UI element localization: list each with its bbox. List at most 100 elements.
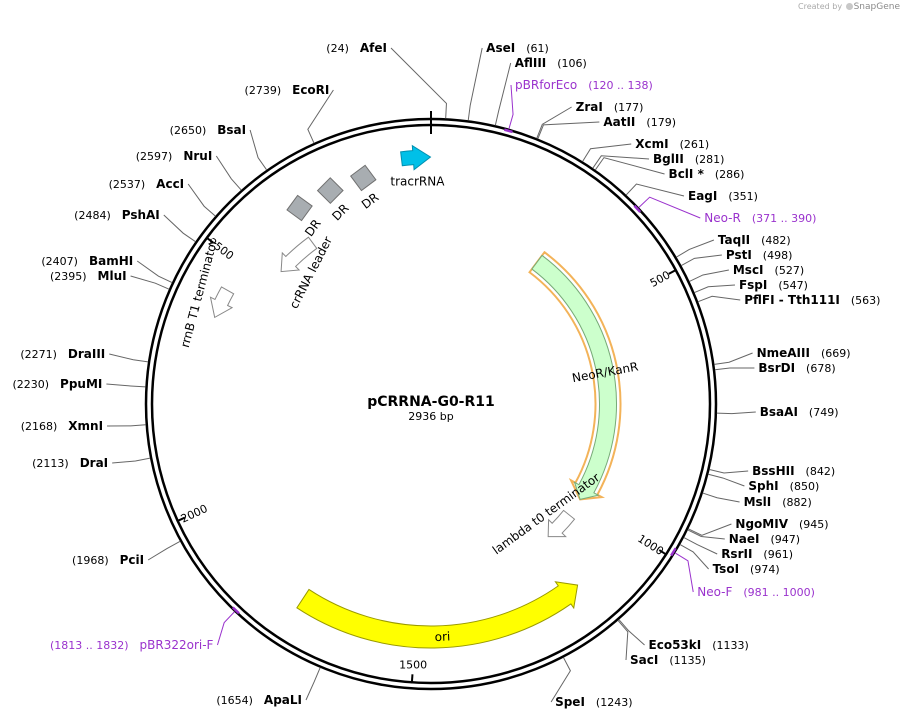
repeat-label: DR [359, 190, 381, 212]
site-drai[interactable]: DraI(2113) [32, 456, 151, 470]
feature-label: tracrRNA [390, 174, 445, 188]
repeat-box [286, 194, 313, 222]
site-saci[interactable]: SacI(1135) [617, 620, 706, 667]
site-rsrii[interactable]: RsrII(961) [683, 537, 793, 561]
site-pcii[interactable]: PciI(1968) [72, 540, 181, 567]
primer-neo-f[interactable]: Neo-F(981 .. 1000) [670, 547, 815, 599]
site-fspi[interactable]: FspI(547) [694, 278, 808, 294]
site-leader-line [716, 411, 756, 415]
feature-tracrrna[interactable]: tracrRNA [390, 144, 445, 189]
site-psti[interactable]: PstI(498) [681, 248, 792, 267]
watermark-prefix: Created by [798, 2, 843, 11]
site-leader-line [109, 353, 149, 363]
site-name: EagI [688, 189, 717, 203]
site-position: (61) [526, 42, 549, 55]
site-position: (351) [728, 190, 758, 203]
site-ecori[interactable]: EcoRI(2739) [245, 83, 334, 144]
site-bsshii[interactable]: BssHII(842) [709, 464, 835, 478]
site-eco53ki[interactable]: Eco53kI(1133) [618, 619, 749, 652]
site-acci[interactable]: AccI(2537) [109, 177, 216, 217]
site-ppumi[interactable]: PpuMI(2230) [12, 377, 146, 391]
site-afei[interactable]: AfeI(24) [326, 41, 447, 119]
site-spei[interactable]: SpeI(1243) [550, 657, 633, 709]
feature-neor-kanr[interactable]: NeoR/KanR [528, 250, 640, 501]
site-leader-line [136, 260, 173, 283]
site-bsai[interactable]: BsaI(2650) [170, 123, 268, 171]
site-name: PflFI - Tth111I [744, 293, 840, 307]
site-name: MluI [98, 269, 127, 283]
site-position: (261) [680, 138, 710, 151]
site-name: BsrDI [758, 361, 795, 375]
site-tsoi[interactable]: TsoI(974) [679, 544, 780, 576]
site-taqii[interactable]: TaqII(482) [676, 233, 791, 258]
site-xmni[interactable]: XmnI(2168) [21, 419, 146, 433]
snapgene-watermark: Created by SnapGene [798, 2, 900, 12]
tick-mark [410, 674, 414, 684]
site-msci[interactable]: MscI(527) [689, 263, 804, 282]
plasmid-length: 2936 bp [408, 410, 453, 423]
site-name: NgoMIV [735, 517, 788, 531]
primer-pbr322ori-f[interactable]: pBR322ori-F(1813 .. 1832) [50, 606, 240, 652]
site-position: (947) [771, 533, 801, 546]
tick-label: 1500 [399, 658, 427, 671]
tick-mark [658, 549, 668, 556]
direct-repeat[interactable]: DR [286, 194, 324, 239]
site-name: Neo-R [704, 211, 741, 225]
direct-repeat[interactable]: DR [349, 164, 382, 212]
repeat-box [349, 164, 377, 192]
feature-label: ori [434, 629, 450, 644]
site-leader-line [681, 254, 722, 267]
site-leader-line [508, 84, 514, 129]
site-ngomiv[interactable]: NgoMIV(945) [688, 517, 829, 536]
feature-crrna-leader[interactable]: crRNA leader [280, 234, 335, 311]
site-nrui[interactable]: NruI(2597) [136, 149, 242, 191]
site-apali[interactable]: ApaLI(1654) [216, 667, 321, 707]
site-bcli-[interactable]: BclI *(286) [594, 157, 744, 181]
site-name: BsaAI [760, 405, 798, 419]
site-leader-line [683, 537, 718, 555]
site-leader-line [714, 367, 755, 371]
site-position: (371 .. 390) [752, 212, 817, 225]
site-position: (842) [806, 465, 836, 478]
repeat-label: DR [302, 217, 324, 239]
feature-ori[interactable]: ori [296, 581, 579, 649]
site-nmeaiii[interactable]: NmeAIII(669) [714, 346, 851, 365]
site-position: (2168) [21, 420, 58, 433]
site-position: (2407) [41, 255, 78, 268]
site-position: (961) [763, 548, 793, 561]
site-name: ApaLI [264, 693, 302, 707]
primer-pbrforeco[interactable]: pBRforEco(120 .. 138) [503, 78, 653, 134]
site-name: PstI [726, 248, 752, 262]
tick-label: 500 [648, 268, 673, 289]
primer-site-mark [670, 547, 677, 557]
site-draiii[interactable]: DraIII(2271) [20, 347, 149, 363]
site-eagi[interactable]: EagI (351) [625, 183, 758, 203]
site-name: DraI [80, 456, 108, 470]
site-name: BglII [653, 152, 684, 166]
site-leader-line [676, 239, 715, 258]
site-bsrdi[interactable]: BsrDI(678) [714, 361, 836, 375]
direct-repeat[interactable]: DR [316, 177, 352, 224]
site-name: TsoI [713, 562, 739, 576]
site-aatii[interactable]: AatII(179) [537, 115, 676, 139]
site-msli[interactable]: MslI(882) [702, 492, 812, 509]
site-afliii[interactable]: AflIII(106) [494, 56, 587, 126]
site-sphi[interactable]: SphI(850) [708, 473, 819, 493]
site-leader-line [694, 284, 736, 294]
site-pflfi-tth111i[interactable]: PflFI - Tth111I(563) [697, 293, 880, 307]
site-xcmi[interactable]: XcmI (261) [582, 137, 710, 162]
site-leader-line [390, 47, 447, 119]
site-asei[interactable]: AseI(61) [467, 41, 549, 121]
site-bamhi[interactable]: BamHI(2407) [41, 254, 173, 283]
site-bglii[interactable]: BglII(281) [592, 152, 725, 169]
site-zrai[interactable]: ZraI(177) [536, 100, 644, 139]
site-naei[interactable]: NaeI(947) [687, 529, 801, 546]
site-name: MscI [733, 263, 764, 277]
site-mlui[interactable]: MluI(2395) [50, 269, 170, 290]
feature-lambda-t0-terminator[interactable]: lambda t0 terminator [490, 470, 602, 557]
site-bsaai[interactable]: BsaAI(749) [716, 405, 839, 419]
site-name: XcmI [635, 137, 668, 151]
site-name: PshAI [122, 208, 160, 222]
primer-neo-r[interactable]: Neo-R (371 .. 390) [633, 196, 817, 225]
site-pshai[interactable]: PshAI(2484) [74, 208, 196, 243]
